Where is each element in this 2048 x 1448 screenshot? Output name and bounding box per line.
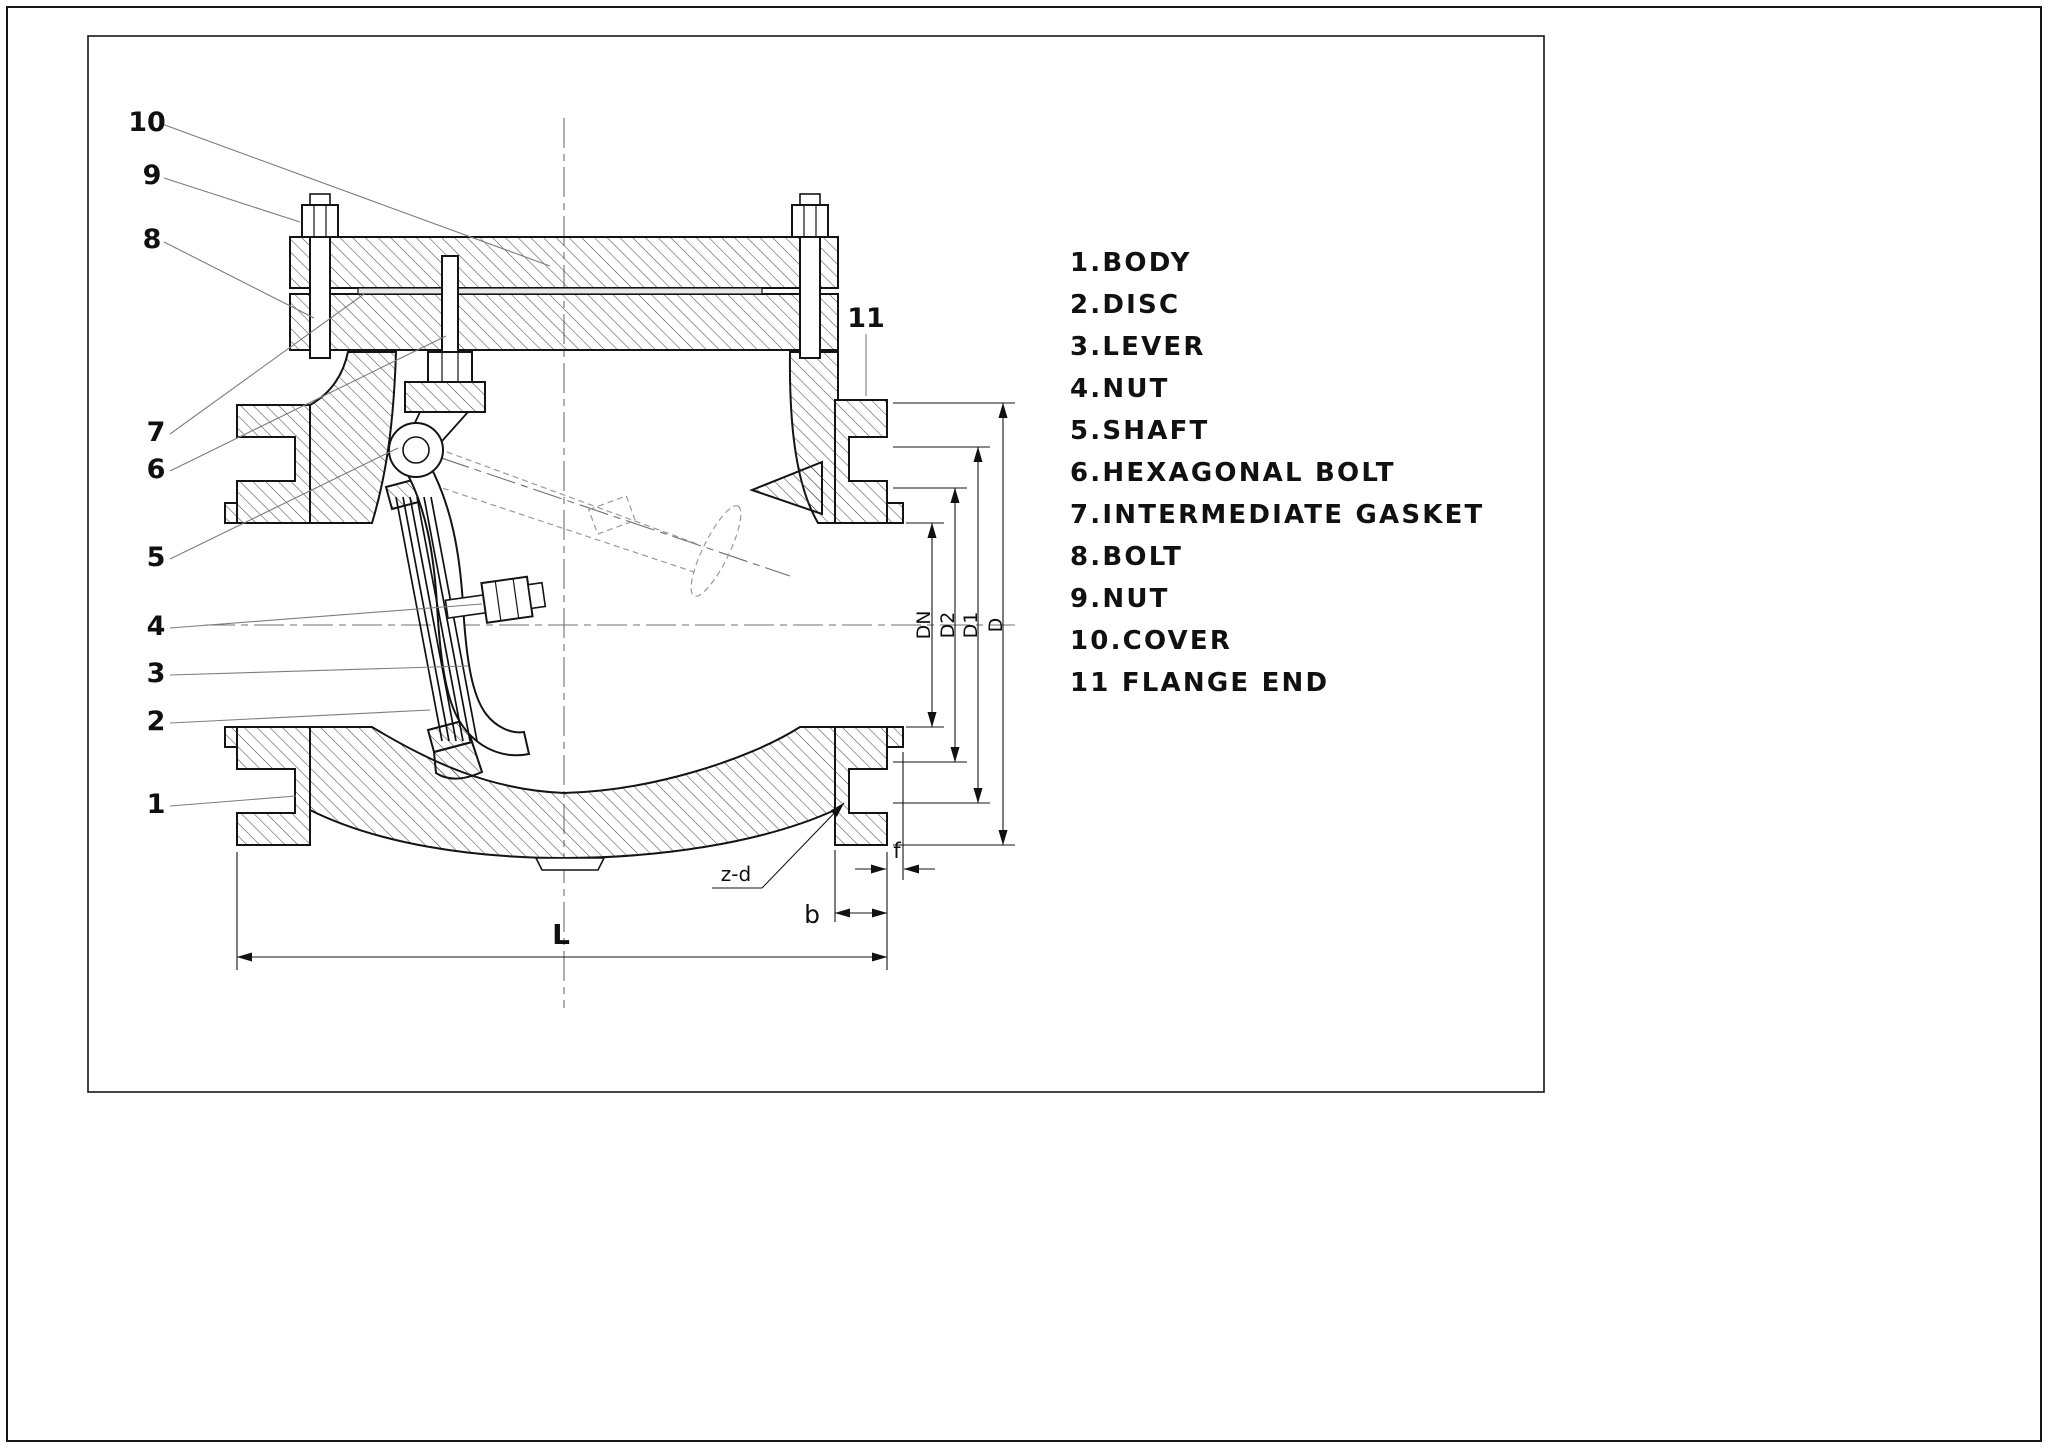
callout-1: 1: [147, 789, 166, 820]
parts-list-item-5: 5.SHAFT: [1070, 416, 1210, 446]
hinge-bracket: [404, 381, 486, 413]
hexagonal-bolt-center: [427, 255, 473, 383]
cover-plate: [289, 236, 839, 289]
dim-label-b: b: [804, 900, 820, 929]
right-raised-face-lower: [886, 726, 904, 748]
parts-list-item-8: 8.BOLT: [1070, 542, 1184, 572]
body-wall-left: [309, 351, 398, 524]
callout-5: 5: [147, 542, 166, 573]
seat-pedestal: [432, 740, 484, 780]
dim-label-dn: DN: [913, 611, 935, 640]
callout-3: 3: [147, 658, 166, 689]
right-flange-upper: [834, 399, 888, 524]
parts-list-item-6: 6.HEXAGONAL BOLT: [1070, 458, 1396, 488]
hex-bolt-shank: [441, 255, 459, 353]
left-flange-lower: [236, 726, 311, 846]
callout-7: 7: [147, 417, 166, 448]
parts-list-item-1: 1.BODY: [1070, 248, 1192, 278]
parts-list: 1.BODY 2.DISC 3.LEVER 4.NUT 5.SHAFT 6.HE…: [1070, 250, 1540, 712]
callout-8: 8: [143, 224, 162, 255]
disc: [395, 496, 478, 742]
cover-bolt-left: [301, 193, 339, 359]
bolt-tip: [799, 193, 821, 206]
bolt-shank: [309, 236, 331, 359]
callout-leaders: [161, 123, 867, 807]
parts-list-item-4: 4.NUT: [1070, 374, 1170, 404]
valve-body-section: [224, 236, 904, 860]
left-flange-upper: [236, 404, 311, 524]
bolt-tip: [309, 193, 331, 206]
drawing-frame: [87, 35, 1545, 1093]
disc-stop-boss: [749, 460, 823, 516]
parts-list-item-3: 3.LEVER: [1070, 332, 1206, 362]
parts-list-item-10: 10.COVER: [1070, 626, 1233, 656]
dim-label-d: D: [985, 618, 1007, 633]
dim-label-l: L: [552, 918, 570, 951]
hex-bolt-head: [427, 351, 473, 383]
bolt-nut: [301, 204, 339, 238]
body-top-flange: [289, 293, 839, 351]
callout-11: 11: [847, 303, 885, 334]
zd-leader: [761, 802, 845, 889]
shaft: [402, 436, 430, 464]
disc-nut: [480, 575, 534, 624]
bolt-shank: [799, 236, 821, 359]
left-raised-face-upper: [224, 502, 238, 524]
parts-list-item-7: 7.INTERMEDIATE GASKET: [1070, 500, 1485, 530]
cover-bolting: [301, 193, 829, 383]
stem-end: [527, 581, 547, 610]
body-bottom-wall: [309, 726, 836, 860]
callout-10: 10: [128, 107, 166, 138]
callout-4: 4: [147, 611, 166, 642]
parts-list-item-9: 9.NUT: [1070, 584, 1170, 614]
sheet-border: [6, 6, 2042, 1442]
dim-label-f: f: [893, 839, 901, 863]
left-raised-face-lower: [224, 726, 238, 748]
dimensions: DN D2 D1 D L b f z-d: [236, 402, 1015, 970]
parts-list-item-11: 11 FLANGE END: [1070, 668, 1330, 698]
body-foot: [534, 857, 606, 871]
callout-2: 2: [147, 706, 166, 737]
dim-label-d1: D1: [960, 612, 982, 639]
disc-open-ghost: [423, 451, 742, 597]
dim-label-zd: z-d: [721, 862, 751, 886]
intermediate-gasket: [357, 287, 763, 295]
dim-label-d2: D2: [937, 612, 959, 639]
cover-bolt-right: [791, 193, 829, 359]
part-callouts: 10 9 8 7 6 5 4 3 2 1 11: [128, 107, 885, 820]
right-flange-lower: [834, 726, 888, 846]
callout-6: 6: [147, 454, 166, 485]
bolt-nut: [791, 204, 829, 238]
right-raised-face-upper: [886, 502, 904, 524]
callout-9: 9: [143, 160, 162, 191]
disc-lever-assembly: [388, 422, 606, 871]
parts-list-item-2: 2.DISC: [1070, 290, 1181, 320]
disc-nut-group: [444, 575, 547, 624]
